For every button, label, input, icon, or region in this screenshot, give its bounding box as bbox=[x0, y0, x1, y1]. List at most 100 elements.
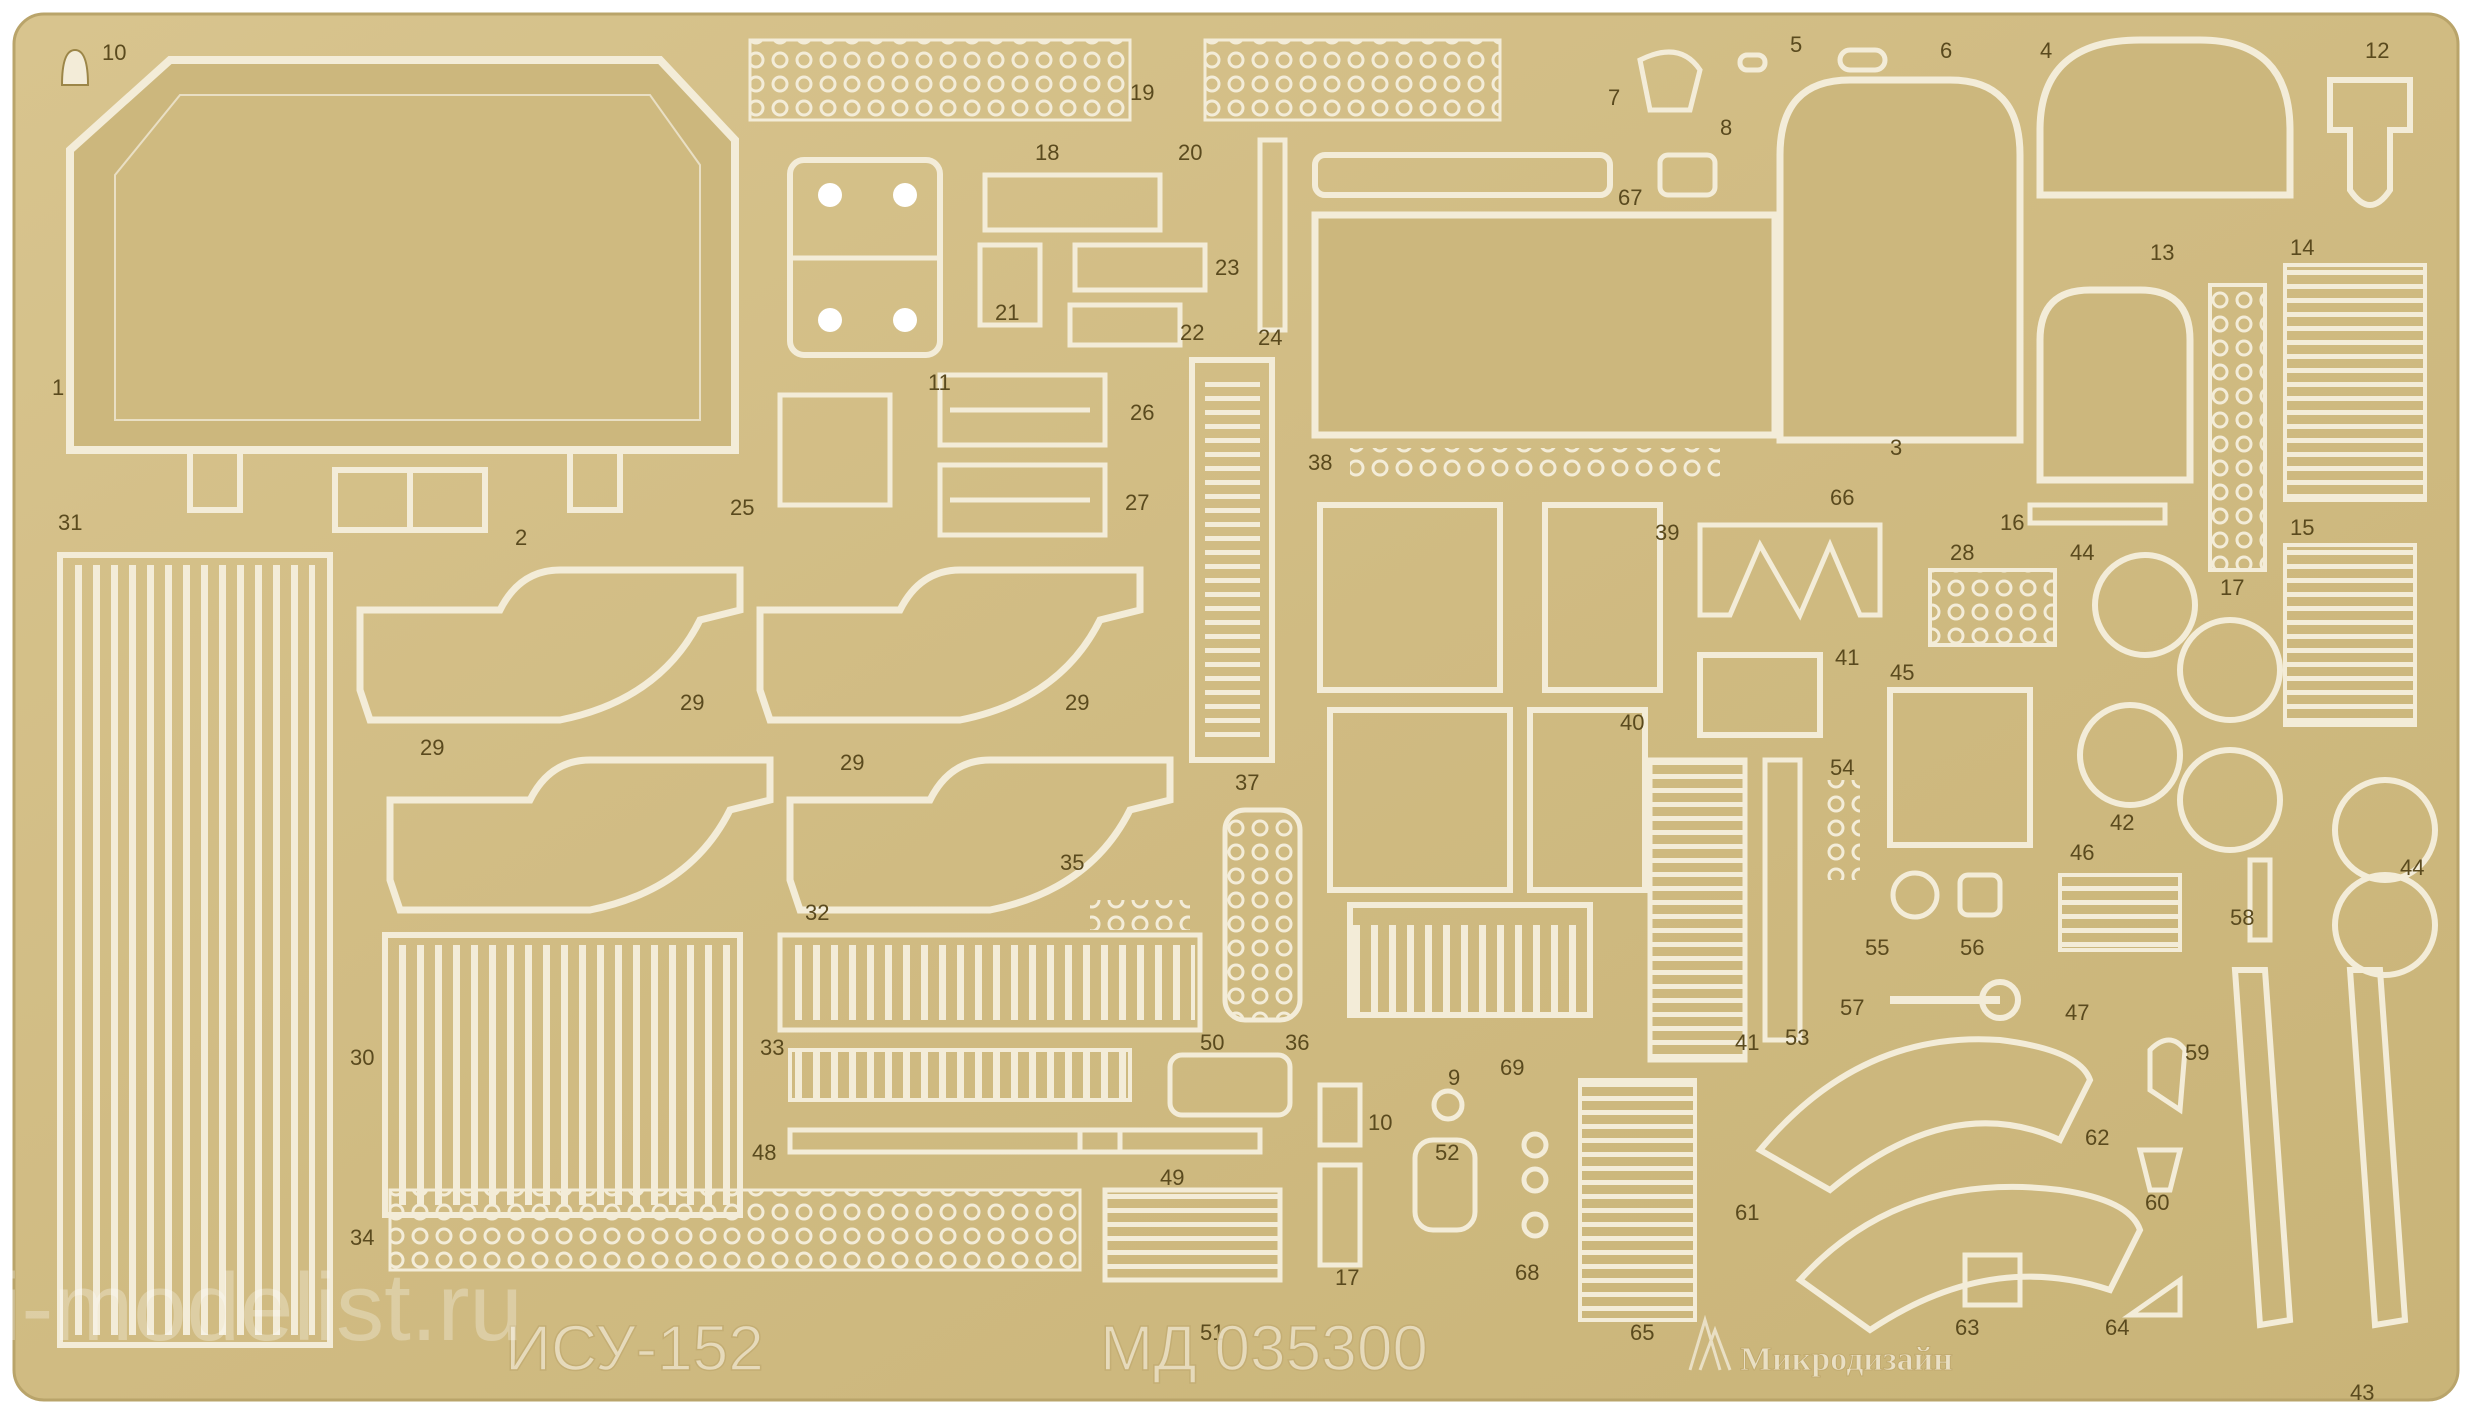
part-number: 36 bbox=[1285, 1030, 1309, 1055]
part-number: 55 bbox=[1865, 935, 1889, 960]
part-number: 58 bbox=[2230, 905, 2254, 930]
part-number: 29 bbox=[680, 690, 704, 715]
part-number: 22 bbox=[1180, 320, 1204, 345]
part-rounded-panel bbox=[2036, 286, 2194, 484]
part-number: 64 bbox=[2105, 1315, 2129, 1340]
part-number: 31 bbox=[58, 510, 82, 535]
part-number: 63 bbox=[1955, 1315, 1979, 1340]
part-comb-strip bbox=[788, 1048, 1132, 1102]
part-number: 11 bbox=[928, 370, 951, 395]
part-number: 26 bbox=[1130, 400, 1154, 425]
part-41 bbox=[1697, 652, 1823, 738]
part-number: 7 bbox=[1608, 85, 1620, 110]
part-number: 69 bbox=[1500, 1055, 1524, 1080]
part-47 bbox=[2058, 873, 2182, 952]
part-strip-17 bbox=[2208, 283, 2267, 572]
part-bar-2 bbox=[1077, 1127, 1263, 1155]
part-60 bbox=[2136, 1147, 2184, 1193]
part-hatch bbox=[1776, 76, 2024, 444]
part-number: 19 bbox=[1130, 80, 1154, 105]
part-number: 54 bbox=[1830, 755, 1854, 780]
part-number: 48 bbox=[752, 1140, 776, 1165]
part-hook bbox=[60, 48, 90, 86]
part-number: 53 bbox=[1785, 1025, 1809, 1050]
part-number: 30 bbox=[350, 1045, 374, 1070]
part-number: 40 bbox=[1620, 710, 1644, 735]
part-number: 38 bbox=[1308, 450, 1332, 475]
part-bar bbox=[787, 1127, 1123, 1155]
part-number: 17 bbox=[2220, 575, 2244, 600]
part-number: 12 bbox=[2365, 38, 2389, 63]
part-chain-strip-long bbox=[388, 1188, 1082, 1272]
part-number: 6 bbox=[1940, 38, 1952, 63]
part-number: 9 bbox=[1448, 1065, 1460, 1090]
part-16 bbox=[2027, 502, 2168, 526]
part-number: 65 bbox=[1630, 1320, 1654, 1345]
part-number: 46 bbox=[2070, 840, 2094, 865]
part-54 bbox=[1825, 780, 1860, 880]
part-56 bbox=[1957, 872, 2003, 918]
manufacturer-name: Микродизайн bbox=[1740, 1341, 1953, 1378]
part-number: 44 bbox=[2070, 540, 2094, 565]
part-number: 34 bbox=[350, 1225, 374, 1250]
part-dome-cover bbox=[2036, 36, 2294, 199]
part-number: 43 bbox=[2350, 1380, 2374, 1405]
part-curved-brackets bbox=[356, 566, 1174, 914]
part-number: 37 bbox=[1235, 770, 1259, 795]
part-number: 50 bbox=[1200, 1030, 1224, 1055]
part-number: 52 bbox=[1435, 1140, 1459, 1165]
part-number: 1 bbox=[52, 375, 64, 400]
part-chain-strip-a bbox=[748, 38, 1132, 122]
part-bracket-49 bbox=[1102, 1187, 1283, 1283]
part-number: 13 bbox=[2150, 240, 2174, 265]
part-number: 42 bbox=[2110, 810, 2134, 835]
part-number: 14 bbox=[2290, 235, 2314, 260]
part-number: 8 bbox=[1720, 115, 1732, 140]
part-number: 49 bbox=[1160, 1165, 1184, 1190]
part-8 bbox=[1657, 152, 1718, 198]
part-number: 25 bbox=[730, 495, 754, 520]
part-5 bbox=[1737, 52, 1768, 73]
part-number: 61 bbox=[1735, 1200, 1759, 1225]
part-hull-plate bbox=[66, 56, 739, 533]
part-number: 15 bbox=[2290, 515, 2314, 540]
part-number: 17 bbox=[1335, 1265, 1359, 1290]
part-grid-65 bbox=[1578, 1078, 1697, 1322]
part-number: 23 bbox=[1215, 255, 1239, 280]
part-53 bbox=[1762, 757, 1803, 1043]
part-number: 45 bbox=[1890, 660, 1914, 685]
part-number: 67 bbox=[1618, 185, 1642, 210]
part-large-plate bbox=[1311, 211, 1779, 439]
part-7 bbox=[1637, 49, 1703, 113]
part-strip-67 bbox=[1312, 152, 1613, 198]
part-grille bbox=[382, 932, 743, 1218]
part-69 bbox=[1350, 925, 1580, 1015]
part-handle-43b bbox=[2346, 967, 2409, 1329]
part-ladder bbox=[1189, 357, 1275, 763]
part-55 bbox=[1890, 870, 1940, 920]
part-number: 28 bbox=[1950, 540, 1974, 565]
part-discs bbox=[2077, 552, 2438, 978]
part-small-cluster bbox=[777, 137, 1288, 538]
part-number: 51 bbox=[1200, 1320, 1224, 1345]
part-number: 21 bbox=[995, 300, 1019, 325]
part-number: 10 bbox=[1368, 1110, 1392, 1135]
part-64 bbox=[2122, 1275, 2183, 1318]
part-number: 66 bbox=[1830, 485, 1854, 510]
part-rings bbox=[1317, 1082, 1549, 1268]
part-number: 62 bbox=[2085, 1125, 2109, 1150]
part-chain-strip-b bbox=[1203, 38, 1502, 122]
part-curved-61 bbox=[1755, 1036, 2094, 1194]
watermark: i-modelist.ru bbox=[0, 1254, 523, 1361]
part-four-hole-plate bbox=[787, 157, 943, 358]
manufacturer-logo bbox=[1688, 1314, 1732, 1371]
part-41-b bbox=[1647, 757, 1748, 1063]
part-number: 5 bbox=[1790, 32, 1802, 57]
part-28 bbox=[1928, 568, 2057, 647]
part-6 bbox=[1837, 47, 1888, 73]
part-number: 56 bbox=[1960, 935, 1984, 960]
part-link-strip bbox=[1222, 807, 1303, 1023]
part-grille-15 bbox=[2283, 543, 2417, 727]
part-number: 29 bbox=[420, 735, 444, 760]
